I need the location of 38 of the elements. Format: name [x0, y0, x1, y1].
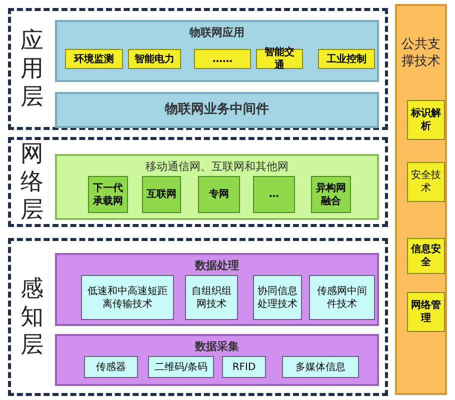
module-box: 下一代承载网 — [88, 176, 128, 213]
module-box: 物联网业务中间件 — [55, 92, 379, 128]
module-box: 自组织组网技术 — [185, 275, 238, 320]
module-box: 传感器 — [84, 356, 138, 378]
module-box: 异构网融合 — [311, 176, 351, 213]
module-box: 工业控制 — [318, 49, 375, 69]
module-box: RFID — [222, 356, 266, 378]
layer-panel — [8, 8, 388, 130]
module-box: 协同信息处理技术 — [253, 275, 302, 320]
module-panel — [55, 154, 379, 220]
module-box: 信息安全 — [407, 238, 445, 274]
layer-title: 网络层 — [20, 140, 44, 224]
panel-heading: 数据处理 — [194, 258, 240, 273]
module-box: 二维码/条码 — [148, 356, 214, 378]
module-panel — [55, 20, 379, 82]
module-box: 安全技术 — [407, 162, 445, 202]
layer-title: 应用层 — [20, 27, 44, 111]
module-panel — [55, 334, 379, 386]
module-box: 多媒体信息 — [282, 356, 359, 378]
module-box: 环境监测 — [65, 49, 123, 69]
module-box: 网络管理 — [407, 292, 445, 332]
panel-heading: 移动通信网、互联网和其他网 — [144, 159, 290, 174]
module-box: 互联网 — [142, 176, 181, 213]
layer-panel — [8, 137, 388, 227]
module-box: 标识解析 — [407, 100, 445, 140]
layer-panel — [8, 238, 388, 396]
side-panel — [395, 4, 447, 395]
module-box: 传感网中间件技术 — [309, 275, 375, 320]
module-panel — [55, 253, 379, 326]
panel-heading: 公共支撑技术 — [400, 36, 442, 70]
panel-heading: 物联网应用 — [188, 25, 246, 40]
module-box: 低速和中高速短距离传输技术 — [81, 275, 174, 320]
module-box: 智能电力 — [128, 49, 181, 69]
module-box: … — [253, 176, 295, 213]
layer-title: 感知层 — [20, 275, 44, 359]
panel-heading: 数据采集 — [194, 339, 240, 354]
module-box: …… — [194, 49, 251, 69]
module-box: 专网 — [198, 176, 240, 213]
